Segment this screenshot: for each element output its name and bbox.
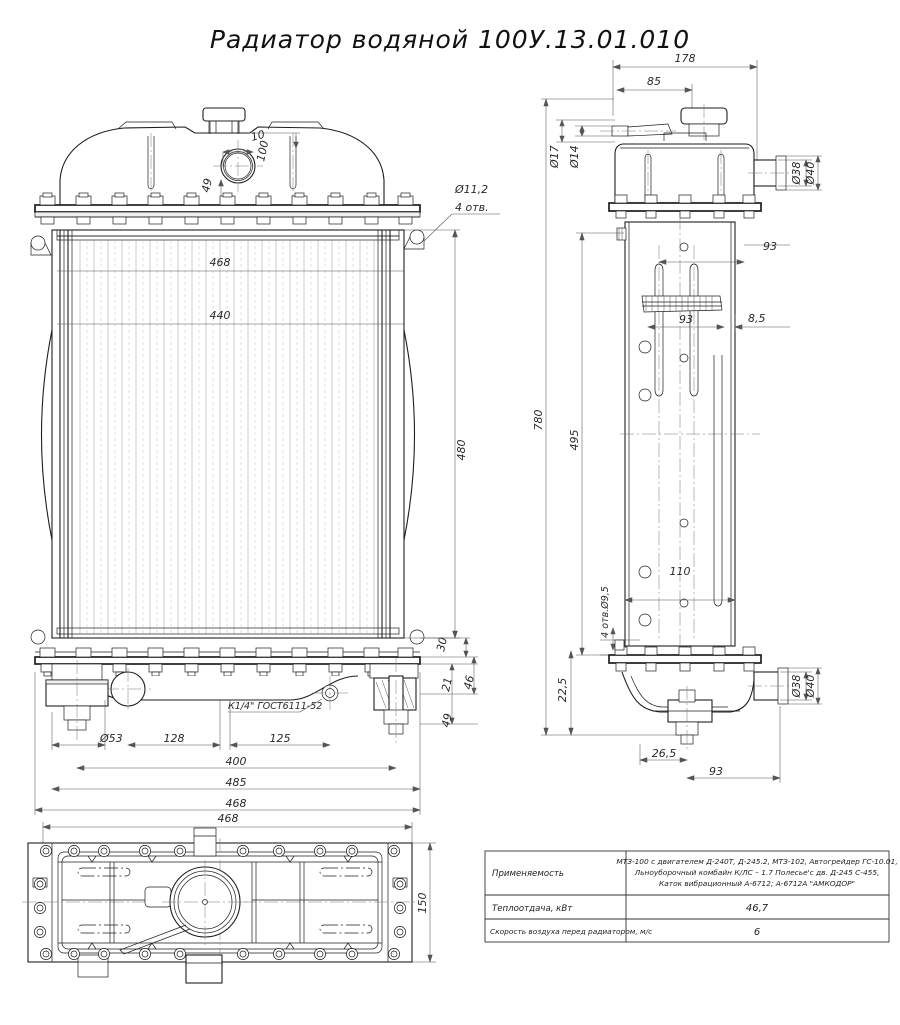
side-height-dimensions xyxy=(541,98,680,736)
side-dim-26-5: 26,5 xyxy=(652,747,677,760)
front-upper-bolt-row xyxy=(39,192,414,225)
top-outlet-pipes xyxy=(77,827,223,984)
top-bolt-row-upper xyxy=(40,845,400,857)
side-dim-93-top: 93 xyxy=(763,240,777,253)
front-thread-plug: К1/4" ГОСТ6111-52 xyxy=(228,676,348,713)
front-dim-485: 485 xyxy=(226,776,247,789)
spec-row-label-0: Применяемость xyxy=(492,869,564,879)
front-core xyxy=(40,229,416,639)
side-dim-d38-top: Ø38 xyxy=(790,162,803,186)
side-dim-495: 495 xyxy=(568,430,581,451)
side-support-bracket xyxy=(641,295,723,313)
side-dim-780: 780 xyxy=(532,410,545,431)
top-dim-468: 468 xyxy=(218,812,239,825)
side-dim-85: 85 xyxy=(647,75,661,88)
side-core xyxy=(616,216,760,652)
front-mount-lug-upper-left xyxy=(30,235,52,256)
side-view: 178 85 Ø17 Ø14 xyxy=(532,52,822,783)
front-left-outlet xyxy=(45,660,109,740)
side-overflow-dimensions xyxy=(556,119,615,143)
side-lower-outlet-dimensions xyxy=(780,667,822,705)
front-dim-468: 468 xyxy=(210,256,231,269)
side-dim-110-group xyxy=(624,597,736,603)
front-dim-d53: Ø53 xyxy=(99,732,123,745)
spec-row-value-0-line-2: Каток вибрационный А-6712; А-6712А "АМКО… xyxy=(659,879,855,888)
front-note-4-holes: 4 отв. xyxy=(455,201,489,214)
top-bolt-col-right xyxy=(394,878,406,938)
side-lower-flange xyxy=(608,639,762,672)
front-dim-10: 10 xyxy=(249,128,266,144)
side-note-4-holes-d9-5: 4 отв.Ø9,5 xyxy=(600,586,611,638)
front-dim-30: 30 xyxy=(434,636,450,652)
side-overflow-pipe xyxy=(600,123,676,137)
front-upper-flange xyxy=(34,204,421,218)
side-dim-110: 110 xyxy=(670,565,691,578)
side-dim-93-mid: 93 xyxy=(679,313,693,326)
front-dim-400: 400 xyxy=(226,755,247,768)
side-dim-93-bottom: 93 xyxy=(709,765,723,778)
front-neck-dimensions xyxy=(218,132,300,205)
spec-row-label-2: Скорость воздуха перед радиатором, м/с xyxy=(490,927,652,936)
side-core-dimensions xyxy=(647,244,790,332)
front-hole-note: Ø11,2 4 отв. xyxy=(423,183,500,242)
front-right-vertical-dimensions xyxy=(420,637,478,725)
side-upper-outlet xyxy=(748,155,800,191)
front-bottom-dimensions xyxy=(34,672,421,815)
side-upper-tank xyxy=(614,143,755,204)
front-thread-note: К1/4" ГОСТ6111-52 xyxy=(228,701,322,712)
front-dim-128: 128 xyxy=(164,732,185,745)
front-dim-d11-2: Ø11,2 xyxy=(454,183,488,196)
spec-row-value-1: 46,7 xyxy=(746,903,769,914)
side-dim-d14: Ø14 xyxy=(568,145,581,169)
top-dim-150: 150 xyxy=(416,893,429,914)
front-mount-lug-lower-left xyxy=(30,629,46,645)
front-dim-46: 46 xyxy=(461,674,477,690)
spec-table: Применяемость МТЗ-100 с двигателем Д-240… xyxy=(484,850,898,943)
page-title: Радиатор водяной 100У.13.01.010 xyxy=(210,25,690,54)
side-dim-d40-top: Ø40 xyxy=(804,162,817,186)
side-dim-d17: Ø17 xyxy=(548,145,561,169)
front-view: 10 100 49 xyxy=(30,107,500,815)
front-mount-lug-lower-right xyxy=(409,629,425,645)
spec-row-value-0-line-0: МТЗ-100 с двигателем Д-240Т, Д-245.2, МТ… xyxy=(616,857,897,866)
side-dim-d40-bottom: Ø40 xyxy=(804,675,817,699)
top-filler-neck xyxy=(119,860,248,955)
front-right-outlet xyxy=(369,658,419,744)
top-bolt-row-lower xyxy=(40,948,400,960)
side-bottom-dimensions xyxy=(639,706,781,783)
side-upper-flange xyxy=(608,194,762,219)
side-dim-d38-bottom: Ø38 xyxy=(790,675,803,699)
side-dim-22-5: 22,5 xyxy=(556,678,569,703)
front-filler-cap xyxy=(202,107,246,135)
spec-row-value-2: 6 xyxy=(754,927,760,938)
side-dim-8-5: 8,5 xyxy=(748,312,766,325)
side-dim-178: 178 xyxy=(675,52,696,65)
front-dim-125: 125 xyxy=(270,732,291,745)
top-bolt-col-left xyxy=(34,878,46,938)
front-dim-49-top: 49 xyxy=(199,177,215,193)
side-filler-cap xyxy=(680,104,728,145)
front-dim-100: 100 xyxy=(254,139,271,162)
spec-row-label-1: Теплоотдача, кВт xyxy=(492,904,573,914)
front-dim-480: 480 xyxy=(455,440,468,461)
front-dim-468-bottom: 468 xyxy=(226,797,247,810)
top-view: 468 150 xyxy=(22,812,436,984)
side-lower-outlet xyxy=(748,667,800,705)
front-dim-49-bottom: 49 xyxy=(439,712,455,728)
front-dim-21: 21 xyxy=(439,676,455,692)
front-dim-440: 440 xyxy=(210,309,231,322)
spec-row-value-0-line-1: Льноуборочный комбайн К/ЛС – 1.7 Полесье… xyxy=(634,868,880,877)
top-oval-slots xyxy=(77,867,373,934)
side-upper-outlet-dimensions xyxy=(778,155,822,191)
